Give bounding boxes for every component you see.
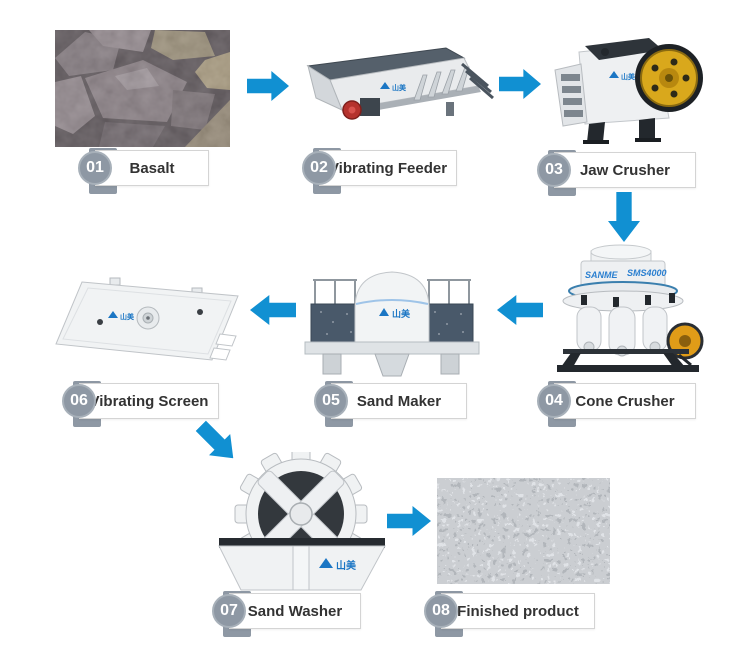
step-label-text: Basalt xyxy=(95,150,209,186)
step-label-text: Finished product xyxy=(441,593,595,629)
step-label-text: Vibrating Screen xyxy=(79,383,219,419)
jaw-brand-logo: 山美 xyxy=(621,72,636,81)
arrow-basalt-to-feeder xyxy=(247,71,289,101)
arrow-feeder-to-jaw-crusher xyxy=(499,69,541,99)
cone-crusher-image: SANME SMS4000 xyxy=(543,243,711,378)
arrow-jaw-to-cone-crusher xyxy=(608,192,640,242)
step-label-text: Sand Maker xyxy=(331,383,467,419)
sand-washer-image: 山美 xyxy=(213,452,391,592)
finished-product-photo xyxy=(437,478,610,584)
step-number-badge: 01 xyxy=(78,151,112,185)
arrow-sand-maker-to-vibrating-screen xyxy=(250,295,296,325)
vibrating-screen-image: 山美 xyxy=(52,272,244,372)
sand-maker-image: 山美 xyxy=(293,252,491,378)
arrow-cone-crusher-to-sand-maker xyxy=(497,295,543,325)
step-number-badge: 05 xyxy=(314,384,348,418)
cone-crusher-model-text: SMS4000 xyxy=(627,268,667,278)
washer-brand-logo: 山美 xyxy=(336,559,357,572)
step-label-text: Jaw Crusher xyxy=(554,152,696,188)
step-label-text: Vibrating Feeder xyxy=(319,150,457,186)
arrow-sand-washer-to-finished-product xyxy=(387,506,431,536)
step-number-badge: 02 xyxy=(302,151,336,185)
vibrating-feeder-image: 山美 xyxy=(296,40,494,130)
step-label-text: Sand Washer xyxy=(229,593,361,629)
basalt-photo xyxy=(55,30,230,147)
jaw-crusher-image: 山美 xyxy=(543,22,705,144)
step-number-badge: 03 xyxy=(537,153,571,187)
sand-maker-brand-logo: 山美 xyxy=(392,308,411,319)
cone-crusher-brand-text: SANME xyxy=(585,270,618,280)
screen-brand-logo: 山美 xyxy=(120,312,135,321)
step-number-badge: 04 xyxy=(537,384,571,418)
feeder-brand-logo: 山美 xyxy=(392,83,407,92)
step-number-badge: 07 xyxy=(212,594,246,628)
step-label-text: Cone Crusher xyxy=(554,383,696,419)
step-number-badge: 08 xyxy=(424,594,458,628)
step-number-badge: 06 xyxy=(62,384,96,418)
